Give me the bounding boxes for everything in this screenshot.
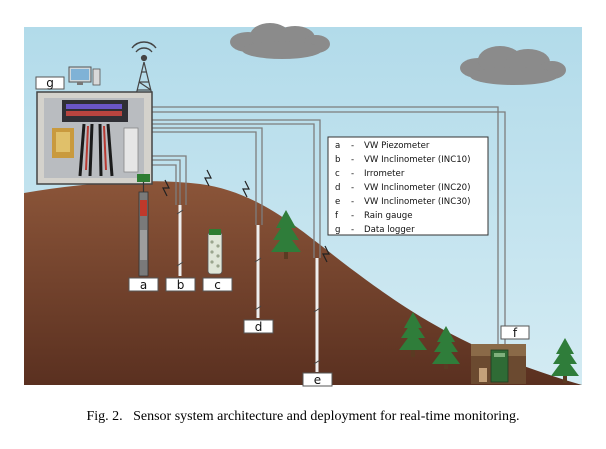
label-b: b [165, 277, 196, 292]
cloud-icon [460, 46, 566, 85]
label-e: e [302, 372, 333, 387]
label-f: f [500, 325, 530, 340]
antenna-tower-icon [131, 41, 157, 96]
legend-item: d - VW Inclinometer (INC20) [335, 183, 470, 193]
sensor-d-inclinometer [254, 225, 262, 318]
svg-text:-: - [351, 225, 354, 235]
svg-text:-: - [351, 141, 354, 151]
legend: a - VW Piezometer b - VW Inclinometer (I… [327, 136, 489, 236]
svg-text:VW Piezometer: VW Piezometer [364, 141, 430, 151]
legend-item: e - VW Inclinometer (INC30) [335, 197, 470, 207]
label-c: c [202, 277, 233, 292]
svg-text:f: f [513, 326, 518, 340]
tree-icon [551, 338, 579, 383]
sensor-c-irrometer [207, 229, 223, 275]
legend-item: a - VW Piezometer [335, 141, 430, 151]
legend-item: b - VW Inclinometer (INC10) [335, 155, 470, 165]
svg-text:-: - [351, 197, 354, 207]
sensor-e-inclinometer [313, 258, 321, 372]
svg-text:e: e [335, 197, 340, 207]
cable-bundle [152, 106, 506, 345]
legend-item: c - Irrometer [335, 169, 405, 179]
svg-text:b: b [177, 278, 185, 292]
svg-text:g: g [46, 76, 54, 90]
svg-text:Data logger: Data logger [364, 225, 415, 235]
svg-text:c: c [214, 278, 221, 292]
svg-text:VW Inclinometer (INC20): VW Inclinometer (INC20) [364, 183, 470, 193]
legend-item: f - Rain gauge [335, 211, 413, 221]
figure-caption: Fig. 2. Sensor system architecture and d… [86, 409, 520, 424]
svg-text:d: d [255, 320, 263, 334]
sensor-b-inclinometer [176, 205, 184, 276]
svg-text:-: - [351, 155, 354, 165]
svg-text:g: g [335, 225, 340, 235]
wireless-signal-icon [162, 179, 170, 197]
svg-text:Rain gauge: Rain gauge [364, 211, 413, 221]
svg-text:a: a [335, 141, 340, 151]
computer-icon [68, 66, 101, 86]
svg-text:VW Inclinometer (INC10): VW Inclinometer (INC10) [364, 155, 470, 165]
legend-item: g - Data logger [335, 225, 415, 235]
label-a: a [128, 277, 159, 292]
svg-text:-: - [351, 169, 354, 179]
svg-text:-: - [351, 183, 354, 193]
tree-icon [399, 312, 427, 357]
svg-text:d: d [335, 183, 340, 193]
label-d: d [243, 319, 274, 334]
svg-text:-: - [351, 211, 354, 221]
rain-gauge-photo [471, 344, 526, 384]
svg-text:c: c [335, 169, 340, 179]
svg-text:e: e [314, 373, 321, 387]
tree-icon [271, 210, 301, 259]
svg-text:VW Inclinometer (INC30): VW Inclinometer (INC30) [364, 197, 470, 207]
sensor-a-piezometer [137, 174, 150, 277]
wireless-signal-icon [204, 169, 212, 187]
data-logger-photo [36, 91, 153, 185]
svg-text:a: a [140, 278, 147, 292]
svg-text:f: f [335, 211, 339, 221]
wireless-signal-icon [322, 245, 330, 263]
tree-icon [432, 326, 460, 369]
svg-text:b: b [335, 155, 340, 165]
cloud-icon [230, 23, 330, 59]
wireless-signal-icon [242, 180, 250, 198]
label-g: g [35, 76, 65, 90]
svg-text:Irrometer: Irrometer [364, 169, 405, 179]
